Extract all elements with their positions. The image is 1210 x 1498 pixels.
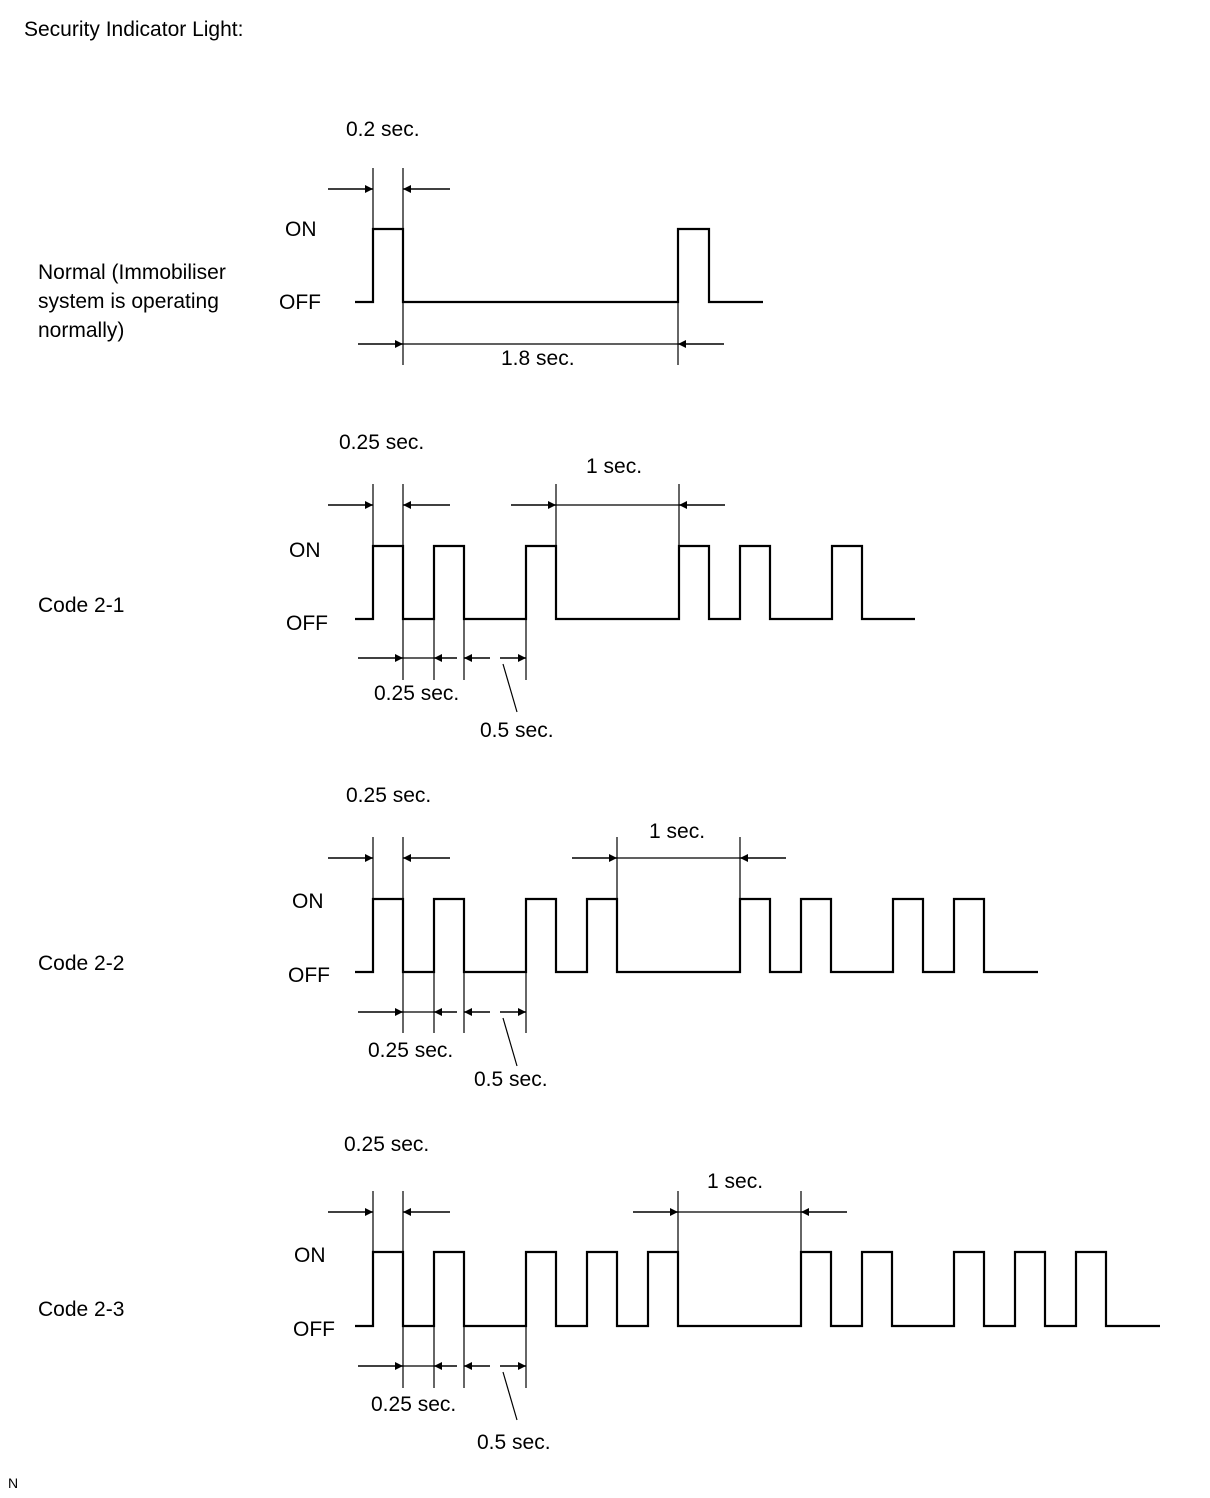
off-label: OFF: [279, 291, 321, 314]
off-short-label: 0.25 sec.: [368, 1039, 453, 1062]
on-label: ON: [289, 539, 321, 562]
signal-line: [355, 227, 763, 304]
gap-label: 1 sec.: [586, 455, 642, 478]
waveform-label-code-2-1: Code 2-1: [38, 594, 124, 617]
pulse-width-label: 0.25 sec.: [344, 1133, 429, 1156]
off-short-label: 0.25 sec.: [374, 682, 459, 705]
period-label: 1.8 sec.: [501, 347, 575, 370]
waveform-code-2-2: [328, 837, 1038, 1067]
waveform-code-2-3: [328, 1191, 1160, 1421]
gap-label: 1 sec.: [649, 820, 705, 843]
pulse-width-label: 0.2 sec.: [346, 118, 420, 141]
off-label: OFF: [288, 964, 330, 987]
waveform-label-code-2-2: Code 2-2: [38, 952, 124, 975]
gap-label: 1 sec.: [707, 1170, 763, 1193]
off-long-label: 0.5 sec.: [474, 1068, 548, 1091]
off-short-label: 0.25 sec.: [371, 1393, 456, 1416]
corner-mark: N: [8, 1475, 18, 1491]
signal-line: [355, 1250, 1160, 1328]
waveform-label-normal: Normal (Immobiliser system is operating …: [38, 261, 232, 342]
on-label: ON: [285, 218, 317, 241]
waveform-label-line: normally): [38, 319, 124, 342]
signal-line: [355, 544, 915, 621]
off-long-label: 0.5 sec.: [480, 719, 554, 742]
off-label: OFF: [293, 1318, 335, 1341]
waveform-normal: [328, 168, 763, 365]
on-label: ON: [294, 1244, 326, 1267]
pulse-width-label: 0.25 sec.: [339, 431, 424, 454]
pulse-width-label: 0.25 sec.: [346, 784, 431, 807]
waveform-label-line: Normal (Immobiliser: [38, 261, 226, 284]
on-label: ON: [292, 890, 324, 913]
diagram-title: Security Indicator Light:: [24, 18, 243, 41]
waveform-code-2-1: [328, 484, 915, 713]
waveform-label-line: system is operating: [38, 290, 219, 313]
signal-line: [355, 897, 1038, 974]
off-long-label: 0.5 sec.: [477, 1431, 551, 1454]
waveform-label-code-2-3: Code 2-3: [38, 1298, 124, 1321]
off-label: OFF: [286, 612, 328, 635]
